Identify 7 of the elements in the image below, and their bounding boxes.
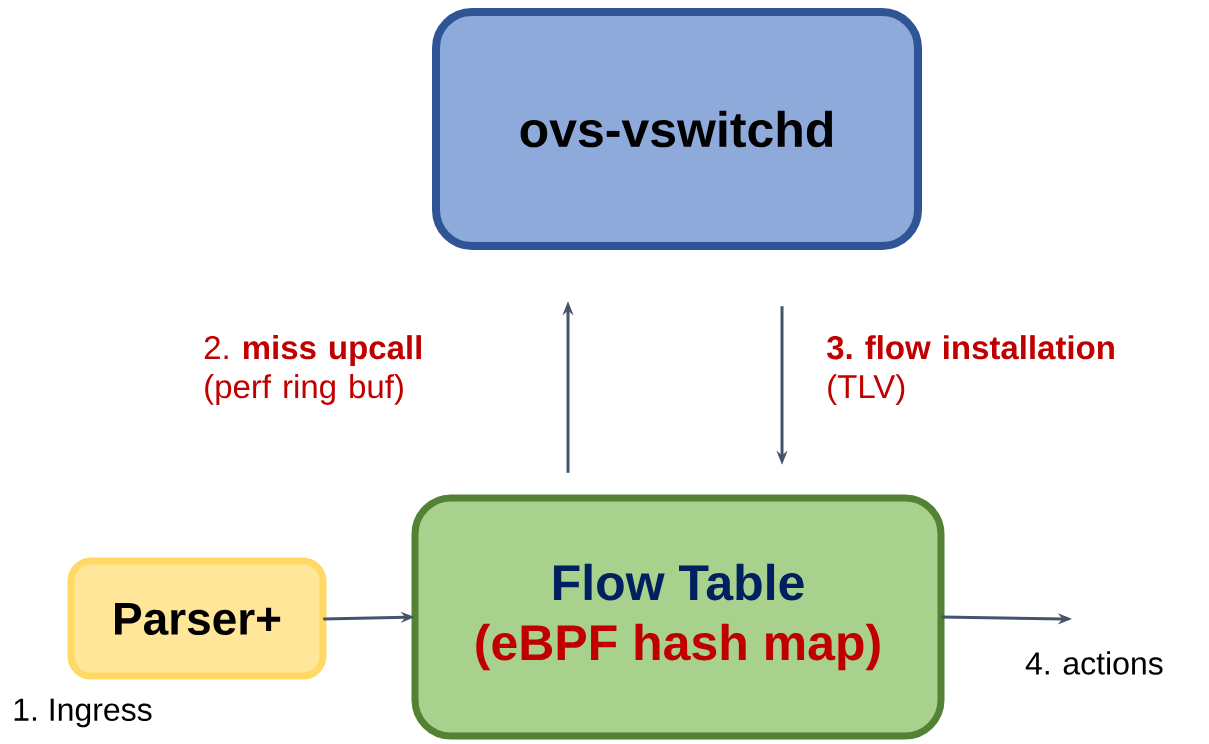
edge-label: 4. actions [1025,651,1163,675]
process-box: ovs-vswitchd [432,8,922,250]
edge-label: 2. miss upcall (perf ring buf) [204,335,421,405]
node-label: 1. Ingress [14,698,152,728]
process-box: Parser+ [67,557,327,680]
edge-label: 3. flow installation (TLV) [826,335,1114,405]
process-box: Flow Table (eBPF hash map) [411,494,945,740]
